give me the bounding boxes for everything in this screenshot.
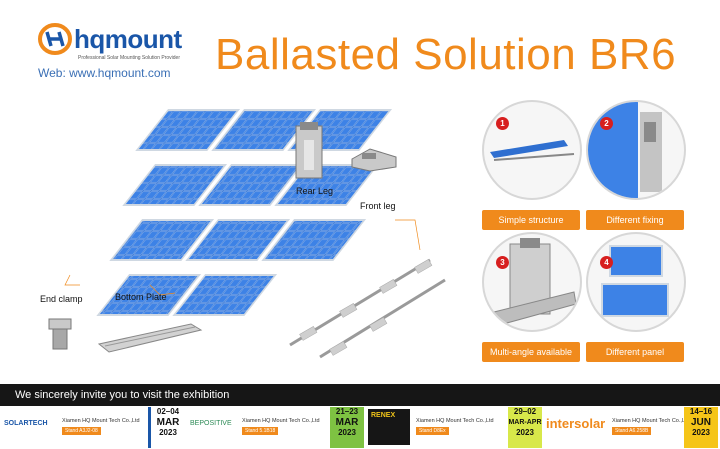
panel-row-4 xyxy=(96,274,278,316)
panel-row-2 xyxy=(122,164,380,206)
feature-number: 4 xyxy=(600,256,613,269)
event-date: 14–16 JUN 2023 xyxy=(684,407,718,448)
logo-text: hqmount xyxy=(74,24,182,54)
event-stand: Stand A6.258B xyxy=(612,427,652,435)
rear-leg-label: Rear Leg xyxy=(296,186,334,196)
event-logo: SOLARTECH xyxy=(4,420,48,427)
end-clamp-label: End clamp xyxy=(40,294,83,304)
page-title: Ballasted Solution BR6 xyxy=(215,30,677,79)
event-date: 21–23 MAR 2023 xyxy=(330,407,364,448)
panel-types-icon xyxy=(601,245,669,317)
front-leg-icon xyxy=(351,148,397,172)
solar-array-illustration xyxy=(64,109,446,359)
front-leg-label: Front leg xyxy=(360,201,396,211)
brand-logo: hqmount Professional Solar Mounting Solu… xyxy=(38,22,188,72)
event-date: 02–04 MAR 2023 xyxy=(148,407,185,448)
bottom-plate-icon xyxy=(97,323,203,353)
event-stand: Stand 5.1B18 xyxy=(242,427,279,435)
end-clamp-icon xyxy=(48,318,72,350)
rear-leg-icon xyxy=(295,122,323,179)
website-link[interactable]: Web: www.hqmount.com xyxy=(38,66,171,80)
tilted-panel-icon xyxy=(490,140,575,161)
bottom-plate-label: Bottom Plate xyxy=(115,292,167,302)
multi-angle-bracket-icon xyxy=(493,238,577,327)
feature-number: 3 xyxy=(496,256,509,269)
feature-number: 1 xyxy=(496,117,509,130)
event-date: 29–02 MAR-APR 2023 xyxy=(508,407,542,448)
exhibition-invite-text: We sincerely invite you to visit the exh… xyxy=(15,389,230,401)
panel-row-1 xyxy=(135,109,393,151)
event-stand: Stand A3J2-08 xyxy=(62,427,101,435)
event-company: Xiamen HQ Mount Tech Co.,Ltd xyxy=(416,418,494,424)
event-company: Xiamen HQ Mount Tech Co.,Ltd xyxy=(242,418,320,424)
feature-label: Simple structure xyxy=(482,210,580,230)
feature-label: Different fixing xyxy=(586,210,684,230)
logo-tagline: Professional Solar Mounting Solution Pro… xyxy=(78,55,180,61)
logo-mark-icon xyxy=(38,23,72,55)
event-company: Xiamen HQ Mount Tech Co.,Ltd xyxy=(612,418,690,424)
event-logo: RENEX xyxy=(368,409,410,445)
panel-row-3 xyxy=(109,219,367,261)
event-company: Xiamen HQ Mount Tech Co.,Ltd xyxy=(62,418,140,424)
event-logo: BEPOSITIVE xyxy=(190,420,232,427)
ballast-rails xyxy=(289,258,446,359)
feature-number: 2 xyxy=(600,117,613,130)
feature-label: Different panel xyxy=(586,342,684,362)
event-stand: Stand D8Ex xyxy=(416,427,449,435)
event-logo: intersolar xyxy=(546,416,606,431)
fixing-closeup-icon xyxy=(588,102,662,198)
feature-label: Multi-angle available xyxy=(482,342,580,362)
